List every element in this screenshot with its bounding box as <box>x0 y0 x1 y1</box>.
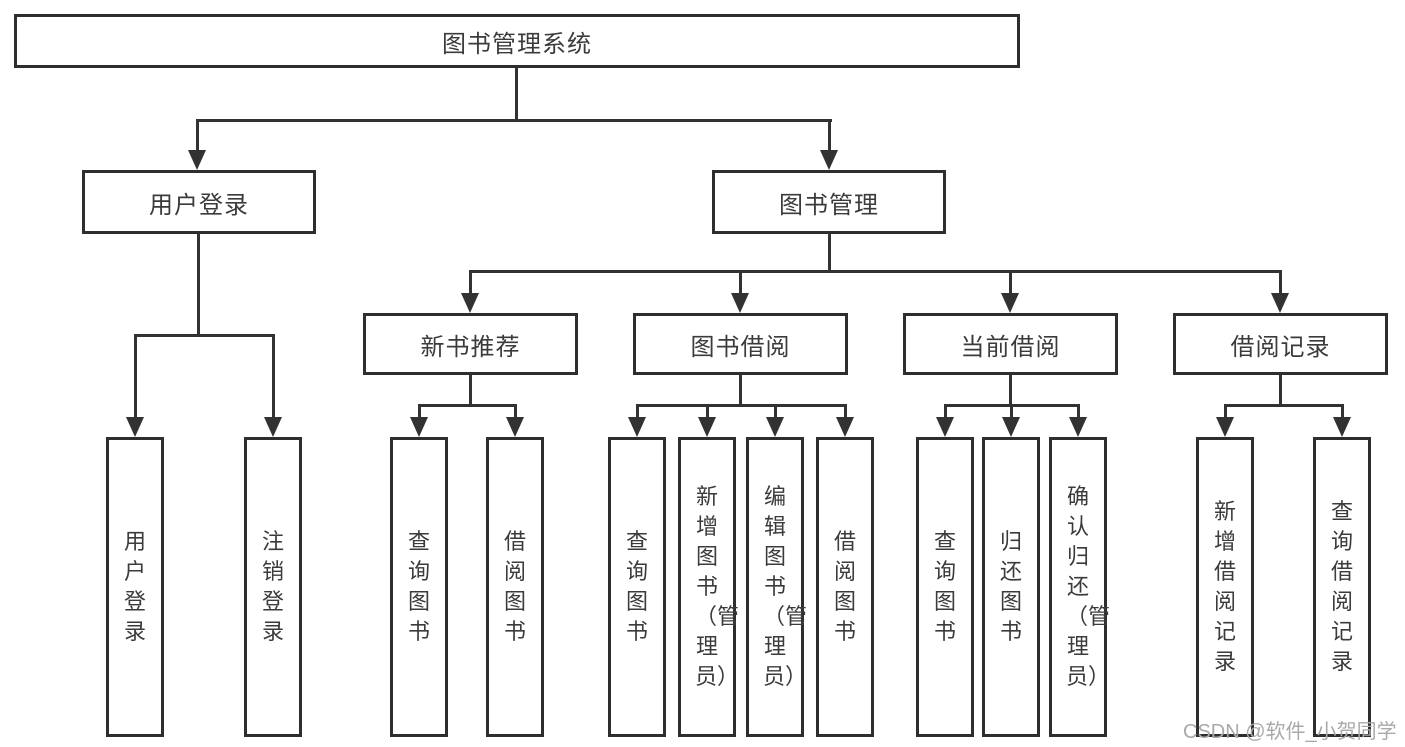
connector-line <box>739 270 742 295</box>
connector-line <box>774 404 777 419</box>
arrow-down-icon <box>1271 293 1289 313</box>
arrow-down-icon <box>1333 417 1351 437</box>
arrow-down-icon <box>461 293 479 313</box>
node-user-login: 用户登录 <box>82 170 316 234</box>
leaf-label: 确认归还（管理员） <box>1066 484 1111 689</box>
node-label: 图书管理 <box>779 191 879 219</box>
node-label: 新书推荐 <box>420 333 521 361</box>
connector-line <box>1077 404 1080 419</box>
leaf-return-book: 归还图书 <box>982 437 1040 737</box>
node-library-management-system: 图书管理系统 <box>14 14 1020 68</box>
leaf-label: 注销登录 <box>261 529 284 644</box>
leaf-borrow-book-recommend: 借阅图书 <box>486 437 544 737</box>
arrow-down-icon <box>126 417 144 437</box>
leaf-add-borrow-record: 新增借阅记录 <box>1196 437 1254 737</box>
leaf-label: 用户登录 <box>123 529 146 644</box>
leaf-label: 查询借阅记录 <box>1330 499 1353 674</box>
arrow-down-icon <box>836 417 854 437</box>
leaf-edit-book-admin: 编辑图书（管理员） <box>746 437 808 737</box>
arrow-down-icon <box>1216 417 1234 437</box>
node-borrowing-records: 借阅记录 <box>1173 313 1388 375</box>
leaf-borrow-book: 借阅图书 <box>816 437 874 737</box>
connector-line <box>828 119 831 152</box>
leaf-logout: 注销登录 <box>244 437 302 737</box>
connector-line <box>1010 404 1013 419</box>
leaf-add-book-admin: 新增图书（管理员） <box>678 437 740 737</box>
node-label: 当前借阅 <box>960 333 1061 361</box>
leaf-label: 新增借阅记录 <box>1213 499 1236 674</box>
leaf-label: 借阅图书 <box>833 529 856 644</box>
leaf-label: 查询图书 <box>407 529 430 644</box>
leaf-confirm-return-admin: 确认归还（管理员） <box>1049 437 1111 737</box>
connector-line <box>418 404 517 407</box>
connector-line <box>706 404 709 419</box>
node-book-management: 图书管理 <box>712 170 946 234</box>
connector-line <box>828 234 831 272</box>
arrow-down-icon <box>1002 417 1020 437</box>
arrow-down-icon <box>820 150 838 170</box>
leaf-label: 查询图书 <box>625 529 648 644</box>
connector-line <box>197 234 200 336</box>
connector-line <box>1009 375 1012 406</box>
arrow-down-icon <box>936 417 954 437</box>
node-label: 借阅记录 <box>1230 333 1331 361</box>
connector-line <box>196 119 832 122</box>
connector-line <box>134 334 275 337</box>
arrow-down-icon <box>628 417 646 437</box>
leaf-query-borrow-record: 查询借阅记录 <box>1313 437 1371 737</box>
arrow-down-icon <box>698 417 716 437</box>
arrow-down-icon <box>506 417 524 437</box>
connector-line <box>134 334 137 419</box>
connector-line <box>469 375 472 406</box>
node-new-book-recommendation: 新书推荐 <box>363 313 578 375</box>
leaf-query-book-recommend: 查询图书 <box>390 437 448 737</box>
leaf-user-login: 用户登录 <box>106 437 164 737</box>
leaf-query-book-current: 查询图书 <box>916 437 974 737</box>
connector-line <box>1009 270 1012 295</box>
connector-line <box>418 404 421 419</box>
connector-line <box>1341 404 1344 419</box>
connector-line <box>1224 404 1344 407</box>
arrow-down-icon <box>410 417 428 437</box>
arrow-down-icon <box>188 150 206 170</box>
arrow-down-icon <box>731 293 749 313</box>
leaf-label: 新增图书（管理员） <box>695 484 740 689</box>
leaf-label: 归还图书 <box>999 529 1022 644</box>
leaf-label: 编辑图书（管理员） <box>763 484 808 689</box>
csdn-watermark: CSDN @软件_小贺同学 <box>1183 721 1397 743</box>
connector-line <box>515 68 518 121</box>
connector-line <box>514 404 517 419</box>
connector-line <box>1279 270 1282 295</box>
connector-line <box>944 404 947 419</box>
connector-line <box>469 270 1282 273</box>
connector-line <box>469 270 472 295</box>
connector-line <box>844 404 847 419</box>
leaf-query-book-borrowing: 查询图书 <box>608 437 666 737</box>
arrow-down-icon <box>264 417 282 437</box>
connector-line <box>636 404 639 419</box>
connector-line <box>196 119 199 152</box>
connector-line <box>636 404 847 407</box>
leaf-label: 借阅图书 <box>503 529 526 644</box>
node-book-borrowing: 图书借阅 <box>633 313 848 375</box>
node-label: 图书管理系统 <box>442 30 592 58</box>
connector-line <box>1279 375 1282 406</box>
arrow-down-icon <box>1001 293 1019 313</box>
node-label: 图书借阅 <box>690 333 791 361</box>
node-label: 用户登录 <box>149 191 249 219</box>
connector-line <box>1224 404 1227 419</box>
node-current-borrowing: 当前借阅 <box>903 313 1118 375</box>
arrow-down-icon <box>766 417 784 437</box>
leaf-label: 查询图书 <box>933 529 956 644</box>
connector-line <box>739 375 742 406</box>
connector-line <box>272 334 275 419</box>
arrow-down-icon <box>1069 417 1087 437</box>
